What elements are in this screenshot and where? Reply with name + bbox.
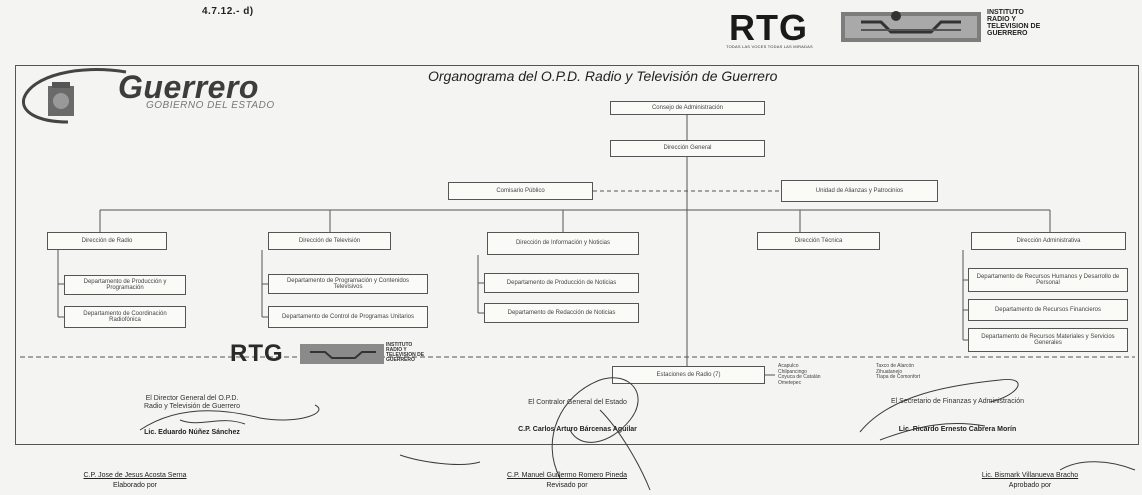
signature-contralor-name: C.P. Carlos Arturo Bárcenas Aguilar bbox=[518, 426, 637, 433]
box-depto-recursos-financieros: Departamento de Recursos Financieros bbox=[968, 299, 1128, 321]
page-title: Organograma del O.P.D. Radio y Televisió… bbox=[428, 68, 778, 84]
box-unidad-alianzas: Unidad de Alianzas y Patrocinios bbox=[781, 180, 938, 202]
footer-elaborado-name: C.P. Jose de Jesus Acosta Serna bbox=[83, 472, 187, 479]
footer-aprobado-name: Lic. Bismark Villanueva Bracho bbox=[981, 472, 1079, 479]
box-direccion-general: Dirección General bbox=[610, 140, 765, 157]
signature-contralor-role: El Contralor General del Estado bbox=[528, 399, 627, 406]
box-consejo: Consejo de Administración bbox=[610, 101, 765, 115]
box-direccion-administrativa: Dirección Administrativa bbox=[971, 232, 1126, 250]
box-direccion-informacion: Dirección de Información y Noticias bbox=[487, 232, 639, 255]
state-logo-name: Guerrero bbox=[118, 69, 259, 105]
footer-aprobado-role: Aprobado por bbox=[1008, 482, 1052, 489]
state-logo-subtitle: GOBIERNO DEL ESTADO bbox=[146, 100, 275, 111]
box-depto-control-programas: Departamento de Control de Programas Uni… bbox=[268, 306, 428, 328]
rtg-tagline: TODAS LAS VOCES TODAS LAS MIRADAS bbox=[726, 44, 813, 49]
box-comisario: Comisario Público bbox=[448, 182, 593, 200]
rtg-logo-text: RTG bbox=[729, 7, 808, 48]
box-direccion-television: Dirección de Televisión bbox=[268, 232, 391, 250]
footer-revisado-name: C.P. Manuel Guillermo Romero Pineda bbox=[506, 472, 628, 479]
rtg-small-logo-text: RTG bbox=[230, 340, 284, 367]
state-crest-icon bbox=[21, 68, 127, 124]
box-depto-recursos-humanos: Departamento de Recursos Humanos y Desar… bbox=[968, 268, 1128, 292]
box-direccion-radio: Dirección de Radio bbox=[47, 232, 167, 250]
organogram-frame bbox=[15, 65, 1139, 445]
page-reference: 4.7.12.- d) bbox=[202, 6, 254, 17]
institute-name: INSTITUTO RADIO Y TELEVISION DE GUERRERO bbox=[987, 9, 1041, 37]
signature-director-role: El Director General del O.P.D. Radio y T… bbox=[144, 395, 240, 410]
box-estaciones-radio: Estaciones de Radio (7) bbox=[612, 366, 765, 384]
box-depto-produccion-radio: Departamento de Producción y Programació… bbox=[64, 275, 186, 295]
box-depto-recursos-materiales: Departamento de Recursos Materiales y Se… bbox=[968, 328, 1128, 352]
signature-director-name: Lic. Eduardo Núñez Sánchez bbox=[144, 429, 240, 436]
footer-revisado-role: Revisado por bbox=[546, 482, 588, 489]
box-depto-coordinacion: Departamento de Coordinación Radiofónica bbox=[64, 306, 186, 328]
box-depto-programacion-tv: Departamento de Programación y Contenido… bbox=[268, 274, 428, 294]
stations-list-1: Acapulco Chilpancingo Coyuca de Catalán … bbox=[778, 363, 821, 386]
signature-secretario-name: Lic. Ricardo Ernesto Cabrera Morín bbox=[898, 426, 1017, 433]
rtg-small-logo-graphic bbox=[300, 344, 384, 364]
box-direccion-tecnica: Dirección Técnica bbox=[757, 232, 880, 250]
signature-secretario-role: El Secretario de Finanzas y Administraci… bbox=[890, 398, 1025, 405]
stations-list-2: Taxco de Alarcón Zihuatanejo Tlapa de Co… bbox=[876, 363, 921, 380]
rtg-logo-graphic bbox=[841, 11, 981, 42]
box-depto-redaccion-noticias: Departamento de Redacción de Noticias bbox=[484, 303, 639, 323]
box-depto-produccion-noticias: Departamento de Producción de Noticias bbox=[484, 273, 639, 293]
footer-elaborado-role: Elaborado por bbox=[113, 482, 157, 489]
rtg-small-institute: INSTITUTO RADIO Y TELEVISION DE GUERRERO bbox=[386, 342, 425, 363]
